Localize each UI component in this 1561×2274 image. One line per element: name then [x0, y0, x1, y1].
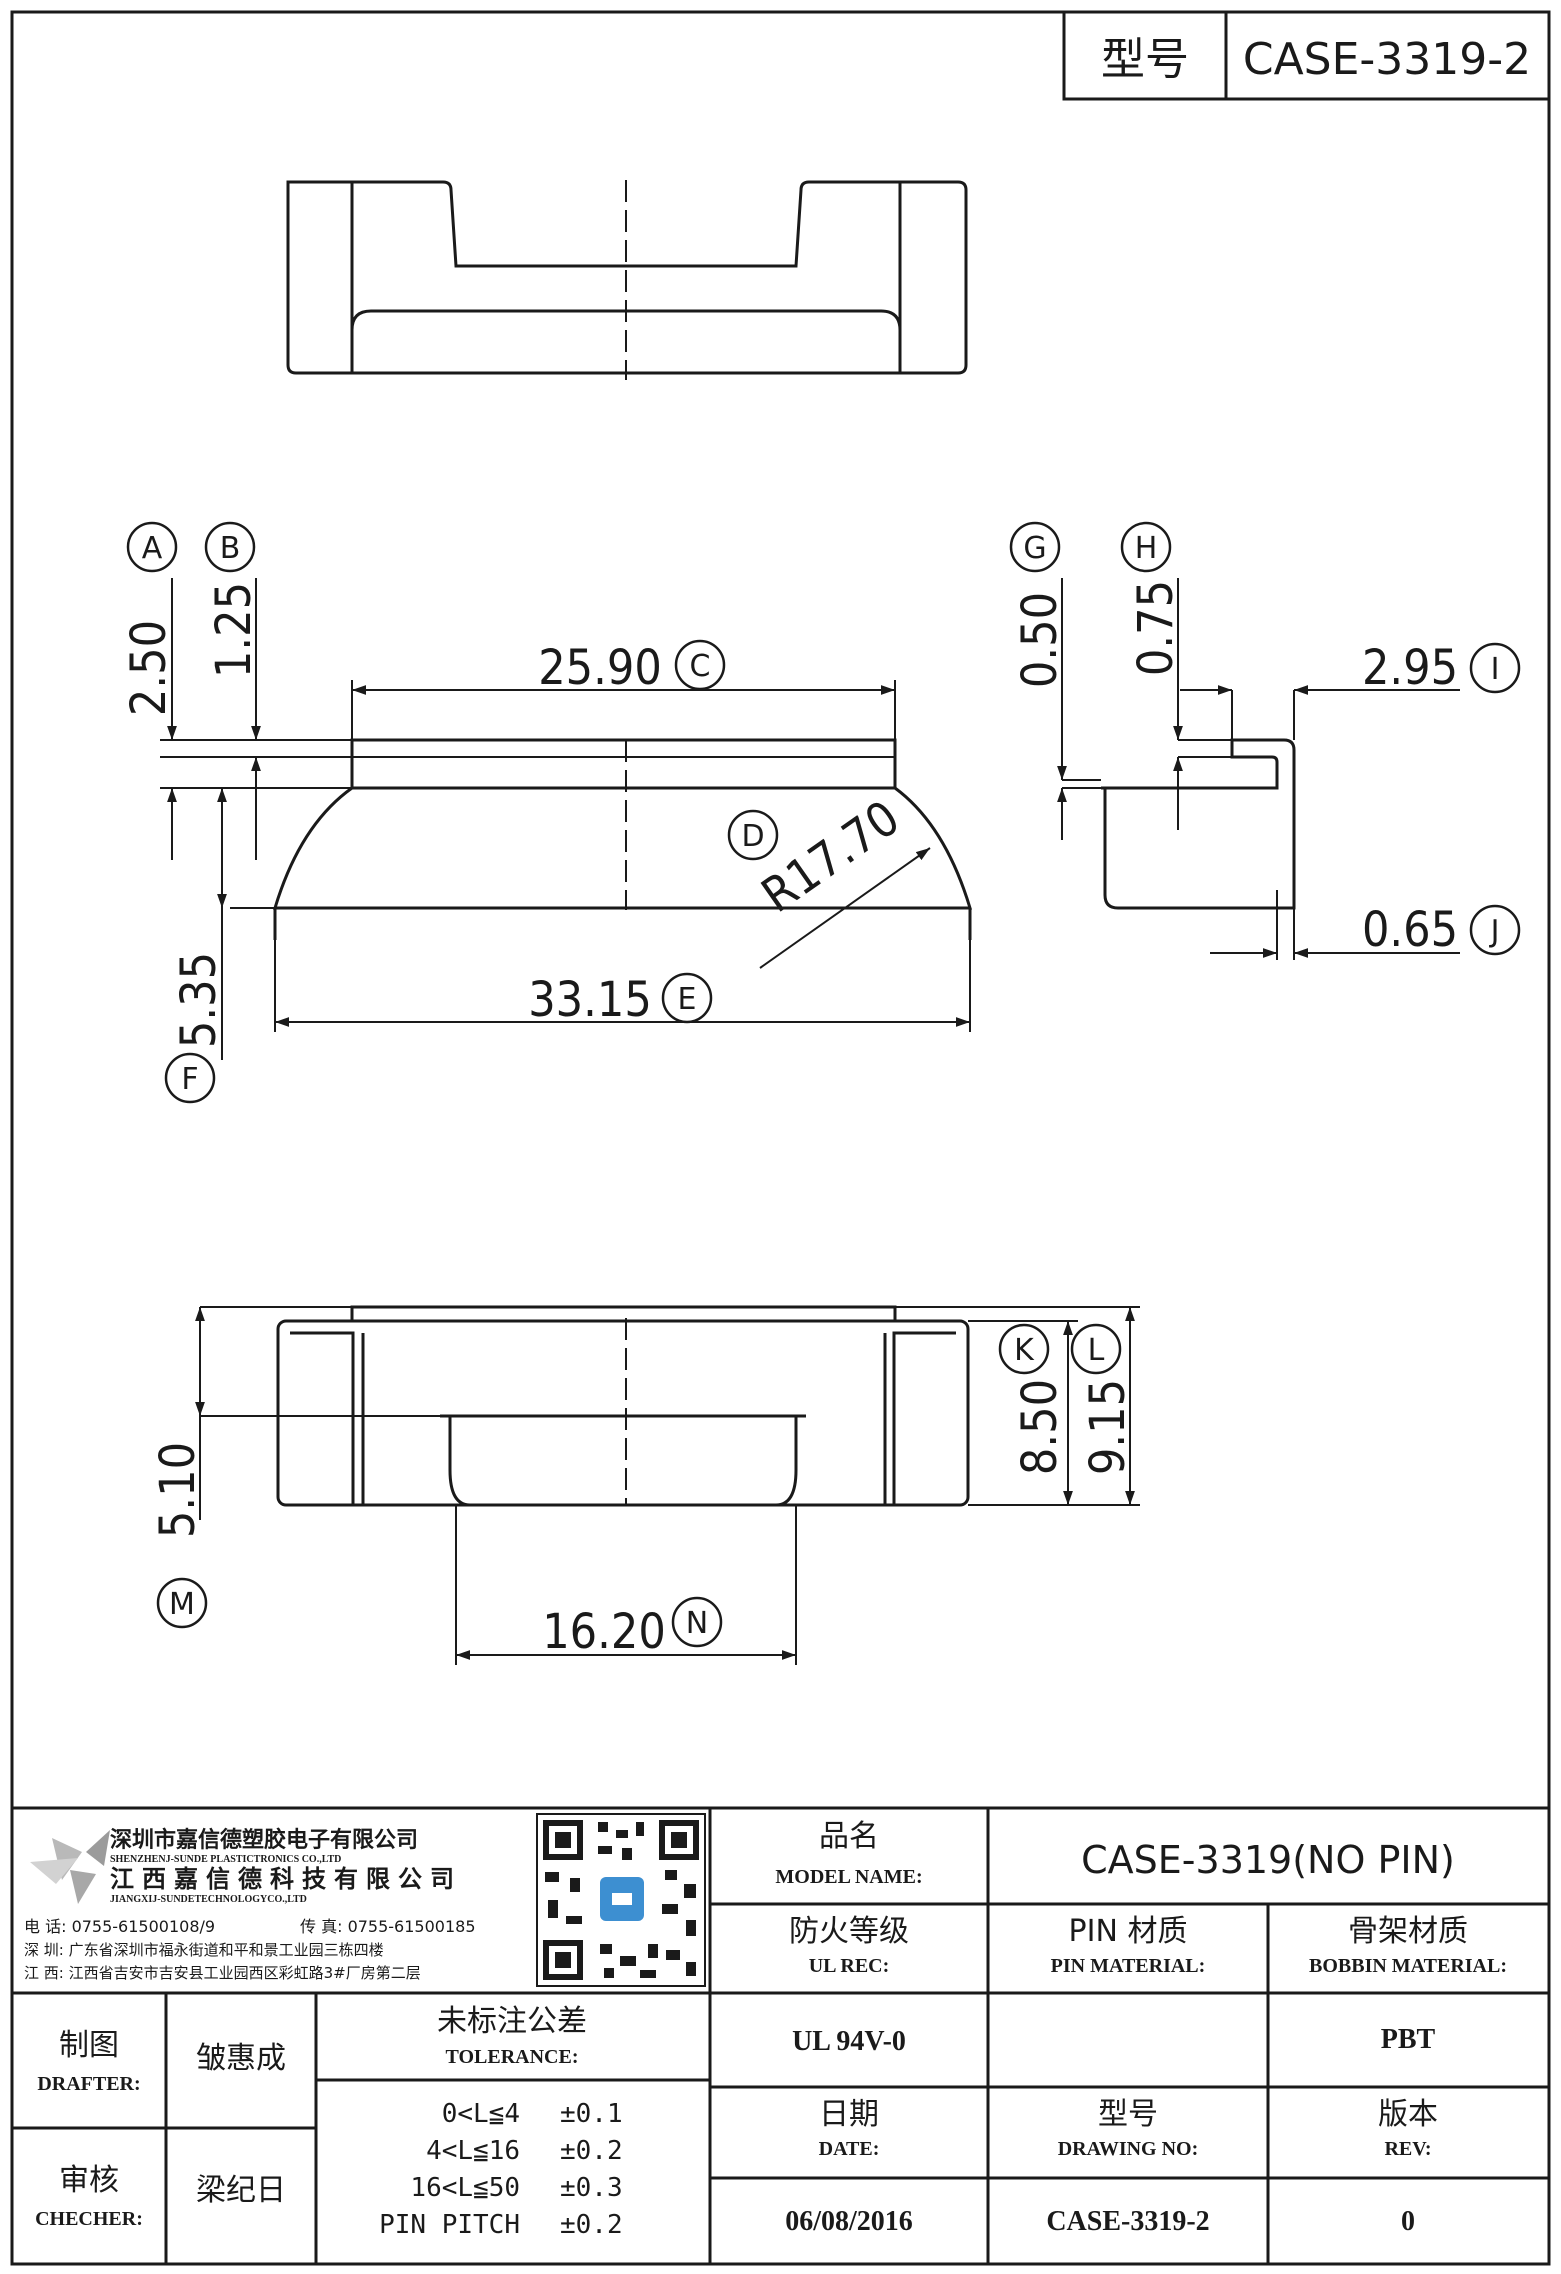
balloon-k-letter: K [1014, 1333, 1035, 1368]
dim-n-value: 16.20 [542, 1604, 666, 1660]
balloon-d-letter: D [741, 819, 764, 854]
balloon-b [204, 521, 256, 573]
balloon-e [661, 972, 713, 1024]
balloon-m-letter: M [169, 1587, 195, 1622]
dim-k-value: 8.50 [1012, 1379, 1068, 1475]
balloon-h-letter: H [1135, 531, 1158, 566]
company-name-en-2: JIANGXIJ-SUNDETECHNOLOGYCO.,LTD [110, 1894, 307, 1905]
balloon-j [1469, 904, 1521, 956]
pin-material-label-en: PIN MATERIAL: [1051, 1955, 1206, 1977]
date-label-cn: 日期 [819, 2097, 879, 2132]
dim-g-value: 0.50 [1012, 592, 1068, 688]
model-name-value: CASE-3319(NO PIN) [1081, 1838, 1455, 1882]
tolerance-value-3: ±0.3 [560, 2173, 623, 2203]
dim-d-value: R17.70 [752, 790, 910, 924]
balloon-c [674, 639, 726, 691]
drawing-no-value: CASE-3319-2 [1046, 2206, 1209, 2237]
model-name-label-cn: 品名 [819, 1819, 879, 1854]
header-type-value: CASE-3319-2 [1243, 34, 1531, 85]
balloon-k [998, 1323, 1050, 1375]
date-label-en: DATE: [819, 2138, 880, 2160]
dim-e-value: 33.15 [528, 972, 652, 1028]
balloon-l [1070, 1323, 1122, 1375]
tolerance-label-en: TOLERANCE: [446, 2046, 579, 2068]
sheet-border [10, 10, 1551, 2266]
balloon-e-letter: E [678, 982, 697, 1017]
tolerance-range-3: 16<L≦50 [410, 2173, 520, 2203]
company-name-cn-2: 江西嘉信德科技有限公司 [110, 1865, 462, 1893]
dim-l-value: 9.15 [1080, 1379, 1136, 1475]
balloon-a [126, 521, 178, 573]
balloon-n [671, 1596, 723, 1648]
header-box [1062, 10, 1551, 101]
dim-j-value: 0.65 [1362, 902, 1458, 958]
front-view [272, 738, 973, 940]
drawing-no-label-en: DRAWING NO: [1058, 2138, 1199, 2160]
dim-i-value: 2.95 [1362, 640, 1458, 696]
tolerance-value-4: ±0.2 [560, 2210, 623, 2240]
tolerance-range-4: PIN PITCH [379, 2210, 520, 2240]
checker-label-cn: 审核 [59, 2163, 119, 2198]
checker-label-en: CHECHER: [35, 2208, 143, 2230]
drafter-label-cn: 制图 [59, 2028, 119, 2063]
tolerance-range-1: 0<L≦4 [442, 2099, 520, 2129]
top-view [286, 180, 968, 380]
company-name-en-1: SHENZHENJ-SUNDE PLASTICTRONICS CO.,LTD [110, 1854, 341, 1865]
balloon-g [1009, 521, 1061, 573]
balloon-n-letter: N [686, 1606, 708, 1641]
bottom-view [276, 1305, 970, 1507]
company-phone: 电 话: 0755-61500108/9 [24, 1917, 215, 1936]
dim-m-value: 5.10 [150, 1442, 206, 1538]
company-name-cn-1: 深圳市嘉信德塑胶电子有限公司 [110, 1827, 418, 1853]
company-address-shenzhen: 深 圳: 广东省深圳市福永街道和平和景工业园三栋四楼 [24, 1941, 384, 1959]
company-address-jiangxi: 江 西: 江西省吉安市吉安县工业园西区彩虹路3#厂房第二层 [24, 1964, 421, 1982]
balloon-f-letter: F [181, 1062, 198, 1097]
balloon-i [1469, 642, 1521, 694]
rev-label-en: REV: [1384, 2138, 1431, 2160]
title-block-grid [12, 1806, 1549, 2264]
balloon-f [164, 1052, 216, 1104]
company-logo [30, 1830, 110, 1904]
company-fax: 传 真: 0755-61500185 [300, 1917, 476, 1936]
balloon-g-letter: G [1023, 531, 1046, 566]
ul-rec-value: UL 94V-0 [792, 2026, 906, 2057]
balloon-m [156, 1577, 208, 1629]
drafter-label-en: DRAFTER: [37, 2073, 140, 2095]
side-view [1101, 738, 1296, 960]
drawing-no-label-cn: 型号 [1098, 2097, 1158, 2132]
balloon-c-letter: C [690, 649, 711, 684]
balloon-b-letter: B [220, 531, 241, 566]
tolerance-value-1: ±0.1 [560, 2099, 623, 2129]
balloon-a-letter: A [142, 531, 163, 566]
tolerance-range-2: 4<L≦16 [426, 2136, 520, 2166]
dim-f-value: 5.35 [171, 952, 227, 1048]
balloon-j-letter: J [1489, 914, 1500, 949]
rev-label-cn: 版本 [1378, 2097, 1438, 2132]
checker-name: 梁纪日 [196, 2173, 286, 2208]
ul-rec-label-en: UL REC: [809, 1955, 890, 1977]
rev-value: 0 [1401, 2206, 1415, 2237]
dim-a-value: 2.50 [121, 620, 177, 716]
ul-rec-label-cn: 防火等级 [789, 1914, 909, 1949]
bobbin-material-value: PBT [1381, 2024, 1436, 2055]
balloon-h [1120, 521, 1172, 573]
dim-d-leader [759, 847, 931, 969]
date-value: 06/08/2016 [785, 2206, 913, 2237]
balloon-l-letter: L [1088, 1333, 1105, 1368]
balloon-i-letter: I [1491, 652, 1500, 687]
dim-c-value: 25.90 [538, 640, 662, 696]
pin-material-label-cn: PIN 材质 [1069, 1914, 1188, 1949]
dim-b-value: 1.25 [206, 582, 262, 678]
bobbin-material-label-cn: 骨架材质 [1348, 1914, 1468, 1949]
model-name-label-en: MODEL NAME: [775, 1866, 922, 1888]
dim-h-value: 0.75 [1128, 580, 1184, 676]
tolerance-label-cn: 未标注公差 [437, 2004, 587, 2039]
balloon-d [727, 809, 779, 861]
header-type-label: 型号 [1101, 34, 1189, 85]
bobbin-material-label-en: BOBBIN MATERIAL: [1309, 1955, 1507, 1977]
drafter-name: 皱惠成 [196, 2041, 286, 2076]
qr-code [536, 1813, 706, 1987]
tolerance-value-2: ±0.2 [560, 2136, 623, 2166]
